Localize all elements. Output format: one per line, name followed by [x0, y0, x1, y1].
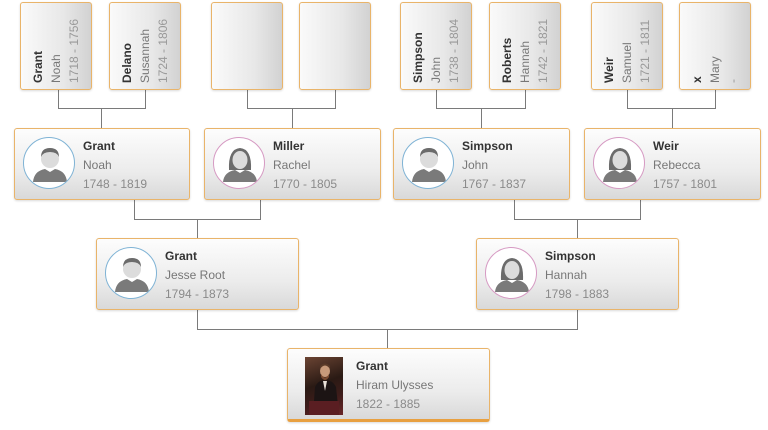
connector: [335, 90, 336, 108]
life-dates: 1798 - 1883: [545, 287, 610, 301]
connector: [292, 108, 293, 128]
life-dates: 1794 - 1873: [165, 287, 230, 301]
surname: Miller: [273, 139, 305, 153]
given-name: Rebecca: [653, 158, 701, 172]
surname: Simpson: [411, 32, 425, 83]
male-avatar-icon: [105, 247, 157, 299]
surname: Simpson: [462, 139, 513, 153]
given-name: Noah: [83, 158, 112, 172]
given-name: Jesse Root: [165, 268, 226, 282]
empty-person-card[interactable]: [211, 2, 283, 90]
connector: [197, 310, 198, 329]
person-card-great-grandparent[interactable]: Simpson John 1738 - 1804: [400, 2, 472, 90]
person-info: Grant Noah 1748 - 1819: [83, 137, 147, 194]
connector: [58, 108, 146, 109]
given-name: Mary: [708, 56, 722, 83]
surname: Simpson: [545, 249, 596, 263]
life-dates: 1757 - 1801: [653, 177, 718, 191]
life-dates: 1822 - 1885: [356, 397, 421, 411]
connector: [134, 200, 135, 219]
portrait-photo: [305, 357, 343, 415]
person-card-grandparent[interactable]: Grant Noah 1748 - 1819: [14, 128, 190, 200]
life-dates: 1738 - 1804: [447, 18, 461, 83]
given-name: Rachel: [273, 158, 311, 172]
person-card-great-grandparent[interactable]: Delano Susannah 1724 - 1806: [109, 2, 181, 90]
connector: [101, 108, 102, 128]
person-info: Simpson John 1767 - 1837: [462, 137, 526, 194]
given-name: Hannah: [545, 268, 588, 282]
person-info: Delano Susannah 1724 - 1806: [110, 5, 182, 89]
connector: [145, 90, 146, 108]
surname: x: [690, 76, 704, 83]
person-info: Grant Noah 1718 - 1756: [21, 5, 93, 89]
connector: [436, 90, 437, 108]
connector: [481, 108, 482, 128]
life-dates: 1742 - 1821: [536, 18, 550, 83]
given-name: John: [462, 158, 489, 172]
person-card-great-grandparent[interactable]: Roberts Hannah 1742 - 1821: [489, 2, 561, 90]
person-info: Grant Hiram Ulysses 1822 - 1885: [356, 357, 433, 414]
person-info: Weir Samuel 1721 - 1811: [592, 5, 664, 89]
person-info: Grant Jesse Root 1794 - 1873: [165, 247, 229, 304]
person-card-great-grandparent[interactable]: Weir Samuel 1721 - 1811: [591, 2, 663, 90]
connector: [260, 200, 261, 219]
life-dates: 1721 - 1811: [638, 19, 652, 83]
person-info: Roberts Hannah 1742 - 1821: [490, 5, 562, 89]
connector: [514, 200, 515, 219]
surname: Grant: [165, 249, 198, 263]
connector: [627, 90, 628, 108]
person-card-root[interactable]: Grant Hiram Ulysses 1822 - 1885: [287, 348, 490, 422]
surname: Delano: [120, 42, 134, 83]
person-card-grandparent[interactable]: Simpson John 1767 - 1837: [393, 128, 570, 200]
person-card-grandparent[interactable]: Miller Rachel 1770 - 1805: [204, 128, 381, 200]
given-name: Hiram Ulysses: [356, 378, 434, 392]
female-avatar-icon: [593, 137, 645, 189]
surname: Grant: [31, 50, 45, 83]
surname: Grant: [356, 359, 389, 373]
connector: [577, 219, 578, 238]
surname: Weir: [653, 139, 679, 153]
given-name: Susannah: [138, 28, 152, 83]
person-info: x Mary -: [680, 5, 752, 89]
male-avatar-icon: [402, 137, 454, 189]
surname: Weir: [602, 57, 616, 83]
life-dates: 1770 - 1805: [273, 177, 338, 191]
given-name: Noah: [49, 54, 63, 83]
given-name: Hannah: [518, 40, 532, 83]
connector: [672, 108, 673, 128]
person-info: Simpson John 1738 - 1804: [401, 5, 473, 89]
given-name: Samuel: [620, 42, 634, 83]
connector: [387, 329, 388, 348]
person-card-grandparent[interactable]: Weir Rebecca 1757 - 1801: [584, 128, 761, 200]
connector: [247, 90, 248, 108]
connector: [197, 219, 198, 238]
female-avatar-icon: [213, 137, 265, 189]
connector: [627, 108, 716, 109]
person-card-great-grandparent[interactable]: x Mary -: [679, 2, 751, 90]
surname: Roberts: [500, 37, 514, 83]
connector: [525, 90, 526, 108]
person-info: Miller Rachel 1770 - 1805: [273, 137, 337, 194]
connector: [247, 108, 336, 109]
person-info: Weir Rebecca 1757 - 1801: [653, 137, 717, 194]
life-dates: 1748 - 1819: [83, 177, 148, 191]
given-name: John: [429, 56, 443, 83]
connector: [640, 200, 641, 219]
connector: [715, 90, 716, 108]
empty-person-card[interactable]: [299, 2, 371, 90]
surname: Grant: [83, 139, 116, 153]
person-info: Simpson Hannah 1798 - 1883: [545, 247, 609, 304]
life-dates: -: [726, 79, 740, 83]
person-card-mother[interactable]: Simpson Hannah 1798 - 1883: [476, 238, 679, 310]
connector: [58, 90, 59, 108]
person-card-father[interactable]: Grant Jesse Root 1794 - 1873: [96, 238, 299, 310]
male-avatar-icon: [23, 137, 75, 189]
life-dates: 1718 - 1756: [67, 18, 81, 83]
life-dates: 1767 - 1837: [462, 177, 527, 191]
person-card-great-grandparent[interactable]: Grant Noah 1718 - 1756: [20, 2, 92, 90]
female-avatar-icon: [485, 247, 537, 299]
connector: [577, 310, 578, 329]
life-dates: 1724 - 1806: [156, 18, 170, 83]
